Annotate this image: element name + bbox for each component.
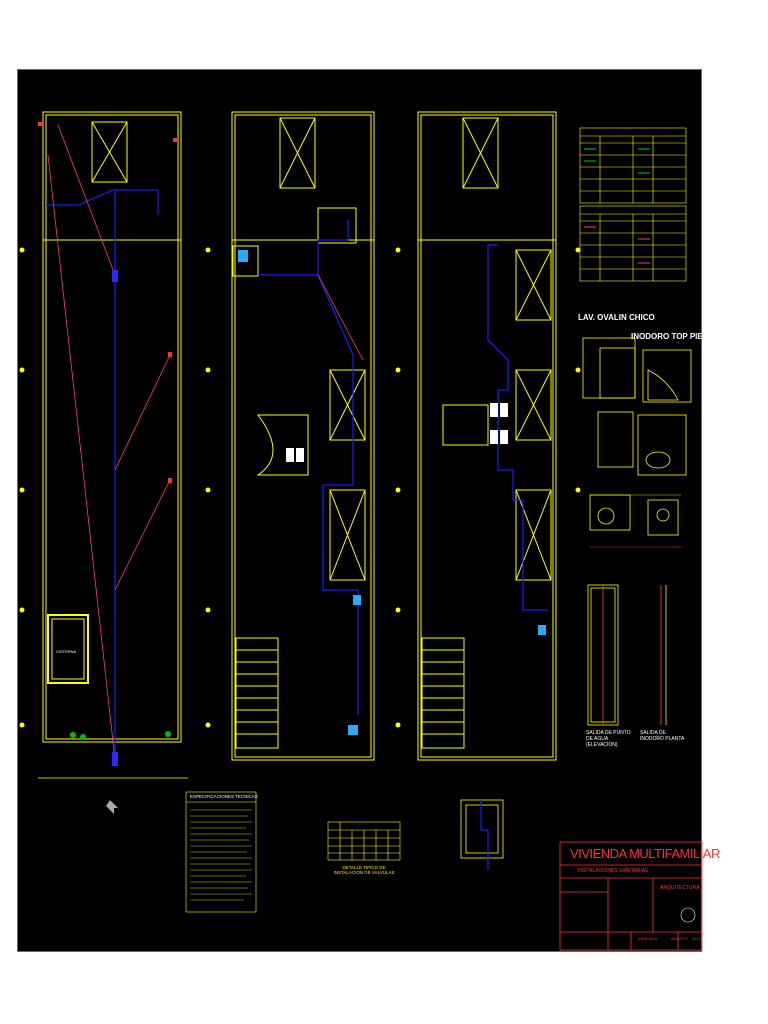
plan-second-floor xyxy=(231,111,375,761)
legend-tables xyxy=(579,127,687,282)
drain-pipe-network-2 xyxy=(317,274,364,361)
plan-first-floor xyxy=(42,111,182,743)
date-value: AGOSTO - 2012 xyxy=(671,936,701,941)
valve-detail-caption: DETALLE TIPICO DE INSTALACION DE VALVULA… xyxy=(333,865,395,875)
inodoro-detail-title: INODORO TOP PIECE xyxy=(631,332,714,341)
specifications-box xyxy=(185,791,257,913)
drain-pipe-network-1 xyxy=(47,124,171,761)
cisterna-label: CISTERNA xyxy=(56,649,77,654)
fixture-details xyxy=(582,337,692,726)
salida-planta-title: SALIDA DE INODORO PLANTA xyxy=(640,730,685,742)
project-name: VIVIENDA MULTIFAMILIAR xyxy=(570,846,720,861)
water-pipe-network-1 xyxy=(46,189,159,760)
water-pipe-network-3 xyxy=(487,244,548,611)
lav-detail-title: LAV. OVALIN CHICO xyxy=(578,313,655,322)
plan-third-floor xyxy=(417,111,557,761)
valve-installation-detail xyxy=(460,799,504,859)
salida-detail-title: SALIDA DE PUNTO DE AGUA (ELEVACION) xyxy=(586,730,631,748)
floor-plans-drawing xyxy=(19,111,703,951)
water-pipe-network-2 xyxy=(258,220,359,715)
especificaciones-title: ESPECIFICACIONES TECNICAS xyxy=(190,794,258,799)
drawing-sheet: LAV. OVALIN CHICO INODORO TOP PIECE SALI… xyxy=(17,69,720,952)
scale-value: INDICADA xyxy=(638,936,658,941)
specialty: ARQUITECTURA xyxy=(660,885,700,891)
title-block xyxy=(559,841,703,951)
valve-table xyxy=(327,821,401,861)
sheet-title: INSTALACIONES SANITARIAS xyxy=(578,868,649,874)
